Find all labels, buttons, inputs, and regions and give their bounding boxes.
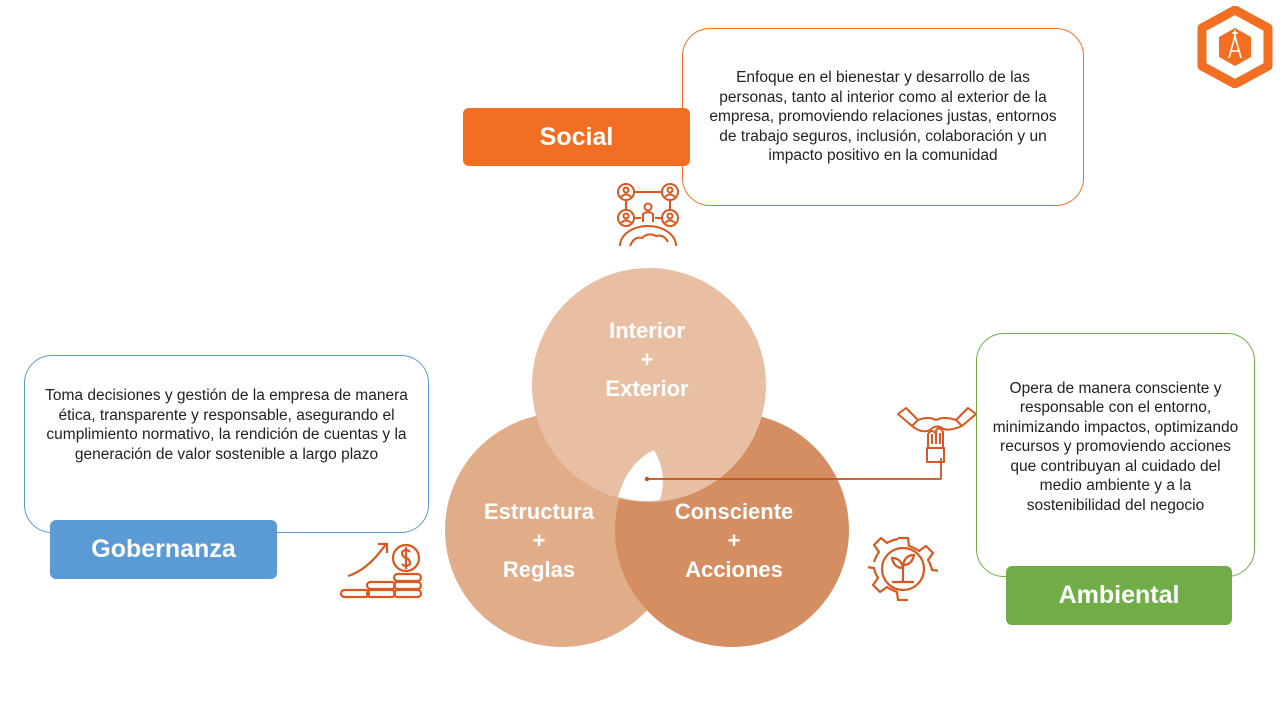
people-network-globe-icon	[617, 183, 679, 247]
venn-top-line1: Interior	[609, 318, 685, 343]
ambiental-label-text: Ambiental	[1058, 581, 1180, 609]
venn-circle-top	[532, 268, 766, 502]
gobernanza-label-text: Gobernanza	[91, 535, 236, 563]
venn-left-line3: Reglas	[502, 557, 576, 582]
gobernanza-description: Toma decisiones y gestión de la empresa …	[45, 387, 408, 463]
gobernanza-label: Gobernanza	[50, 520, 277, 579]
venn-center-gap	[618, 450, 663, 501]
venn-diagram	[445, 268, 849, 647]
venn-top-text: Interior + Exterior	[557, 316, 737, 403]
venn-top-line3: Exterior	[605, 376, 689, 401]
social-label-text: Social	[539, 122, 614, 151]
venn-right-line3: Acciones	[685, 557, 783, 582]
venn-left-text: Estructura + Reglas	[449, 497, 629, 584]
hands-together-icon	[897, 407, 977, 463]
social-description: Enfoque en el bienestar y desarrollo de …	[709, 69, 1057, 165]
gobernanza-description-box: Toma decisiones y gestión de la empresa …	[24, 355, 429, 533]
plant-gear-icon	[868, 536, 938, 602]
venn-right-line1: Consciente	[674, 499, 794, 524]
venn-right-text: Consciente + Acciones	[644, 497, 824, 584]
venn-top-line2: +	[640, 347, 654, 372]
ambiental-label: Ambiental	[1006, 566, 1232, 625]
ambiental-description-box: Opera de manera consciente y responsable…	[976, 333, 1255, 577]
social-description-box: Enfoque en el bienestar y desarrollo de …	[682, 28, 1084, 206]
coins-growth-icon	[339, 542, 423, 599]
venn-left-line1: Estructura	[483, 499, 595, 524]
hexagon-logo-icon	[1197, 6, 1273, 88]
venn-left-line2: +	[532, 528, 546, 553]
social-label: Social	[463, 108, 690, 166]
venn-right-line2: +	[727, 528, 741, 553]
ambiental-description: Opera de manera consciente y responsable…	[992, 379, 1239, 514]
